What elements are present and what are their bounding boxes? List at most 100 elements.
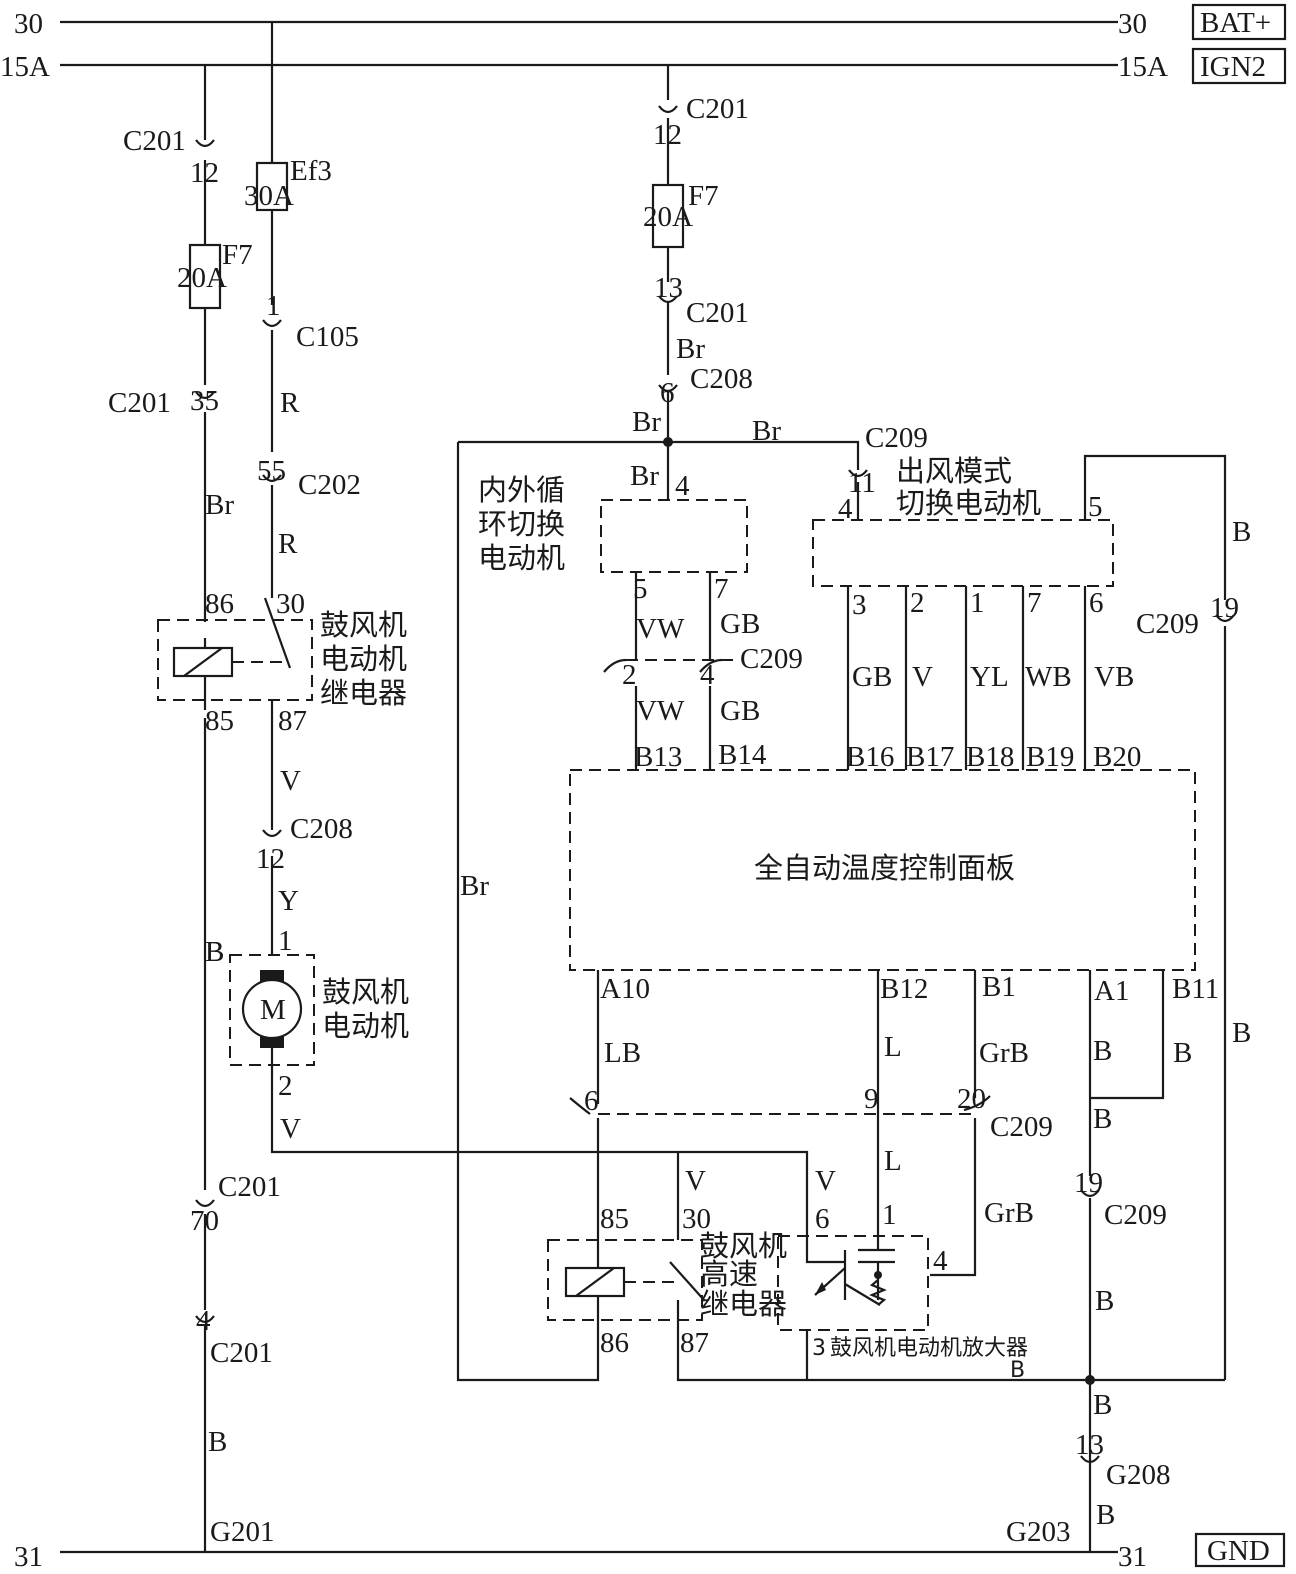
conn-label: C201 (218, 1171, 281, 1203)
wire-label: GrB (984, 1197, 1034, 1229)
control-panel-box (569, 769, 1196, 971)
wire-label: GB (720, 608, 760, 640)
wire-label: R (278, 528, 298, 560)
ign-tag: IGN2 (1200, 51, 1266, 83)
wire-label: B (1173, 1037, 1192, 1069)
component-label: 鼓风机 (700, 1229, 787, 1263)
conn-label: C201 (108, 387, 171, 419)
ign-right-label: 15A (1118, 51, 1168, 83)
wire-label: GB (720, 695, 760, 727)
pin-label: 86 (205, 588, 234, 620)
plug-icon (262, 829, 282, 838)
gnd-right-label: 31 (1118, 1541, 1147, 1573)
ground-label: G201 (210, 1516, 274, 1548)
relay-box (547, 1239, 703, 1321)
pin-label: B20 (1093, 741, 1141, 773)
high-speed-relay: V 85 30 86 87 鼓风机 高速 继电器 (547, 1152, 787, 1359)
bat-right-label: 30 (1118, 8, 1147, 40)
bat-tag-box (1191, 3, 1287, 41)
wire-label: B (205, 936, 224, 968)
fuse-icon (255, 161, 289, 212)
wire-label: Br (205, 489, 234, 521)
wire-label: WB (1025, 661, 1072, 693)
wire-label: Br (632, 406, 661, 438)
pin-label: 70 (190, 1205, 219, 1237)
mode-actuator: 出风模式 切换电动机 5 3 2 1 7 6 GB V YL WB VB B16… (812, 454, 1251, 1380)
pin-label: 30 (276, 588, 305, 620)
wire-label: L (884, 1031, 902, 1063)
component-label: 鼓风机 (322, 975, 409, 1009)
c201-plug-icon (195, 139, 215, 148)
fuse-rating: 20A (177, 262, 227, 294)
transistor-arrow-icon (815, 1282, 826, 1295)
plug-icon (848, 469, 868, 478)
component-label: 鼓风机电动机放大器 (830, 1336, 1028, 1361)
pin-label: 12 (190, 157, 219, 189)
fuse-name: F7 (688, 180, 719, 212)
pin-label: 12 (653, 119, 682, 151)
conn-label: C202 (298, 469, 361, 501)
pin-label: A10 (600, 973, 650, 1005)
bat-tag: BAT+ (1200, 7, 1271, 39)
control-panel: 全自动温度控制面板 A10 B12 B1 A1 B11 (569, 769, 1219, 1007)
pin-label: 87 (680, 1327, 709, 1359)
pin-label: 4 (933, 1245, 948, 1277)
conn-label: C201 (686, 297, 749, 329)
pin-label: B1 (982, 971, 1016, 1003)
component-label: 环切换 (478, 507, 565, 541)
wire-label: VB (1094, 661, 1134, 693)
wire-label: B (205, 936, 224, 968)
fuse-rating: 20A (643, 201, 693, 233)
pin-label: B12 (880, 973, 928, 1005)
fuse-icon (188, 243, 222, 310)
pin-label: 6 (584, 1085, 599, 1117)
wire-label: B (1093, 1035, 1112, 1067)
pin-label: 2 (910, 587, 925, 619)
plug-icon (195, 1199, 215, 1208)
conn-label: C201 (123, 125, 186, 157)
pin-label: 30 (682, 1203, 711, 1235)
wire-label: Br (460, 870, 489, 902)
wire-label: B (208, 1426, 227, 1458)
wire-label: YL (970, 661, 1009, 693)
pin-label: 1 (266, 290, 281, 322)
actuator-box (600, 499, 748, 573)
pin-label: B19 (1026, 741, 1074, 773)
pin-label: 6 (1089, 587, 1104, 619)
pin-label: 13 (1075, 1429, 1104, 1461)
ign-left-label: 15A (0, 51, 50, 83)
pin-label: 1 (278, 925, 293, 957)
conn-label: C208 (690, 363, 753, 395)
bat-left-label: 30 (14, 8, 43, 40)
component-label: 高速 (700, 1257, 758, 1291)
conn-label: C208 (290, 813, 353, 845)
plug-icon (658, 384, 678, 393)
component-label: 鼓风机 (320, 608, 407, 642)
pin-label: 85 (205, 705, 234, 737)
motor-symbol: M (260, 994, 286, 1026)
blower-motor-relay: 鼓风机 电动机 继电器 (157, 608, 407, 710)
pin-label: B16 (846, 741, 894, 773)
wire-label: LB (604, 1037, 641, 1069)
actuator-box (812, 519, 1114, 587)
pin-label: 4 (675, 470, 690, 502)
pin-label: 2 (278, 1070, 293, 1102)
plug-icon (195, 391, 215, 400)
pin-label: B11 (1172, 973, 1219, 1005)
conn-label: C209 (740, 643, 803, 675)
pin-label: 9 (864, 1083, 879, 1115)
fuse-icon (651, 183, 685, 249)
pin-label: A1 (1094, 975, 1129, 1007)
pin-label: 4 (838, 493, 853, 525)
pin-label: 35 (190, 385, 219, 417)
plug-icon (658, 105, 678, 114)
lower-panel-wiring: LB 6 L 9 L 1 GrB 20 C209 GrB 4 B B B 19 … (569, 970, 1225, 1552)
wire-label: B (1010, 1358, 1025, 1383)
plug-icon (195, 1315, 215, 1324)
conn-label: C105 (296, 321, 359, 353)
component-label: 电动机 (478, 541, 565, 575)
pin-label: 11 (848, 467, 876, 499)
ground-label: G203 (1006, 1516, 1070, 1548)
gnd-left-label: 31 (14, 1541, 43, 1573)
